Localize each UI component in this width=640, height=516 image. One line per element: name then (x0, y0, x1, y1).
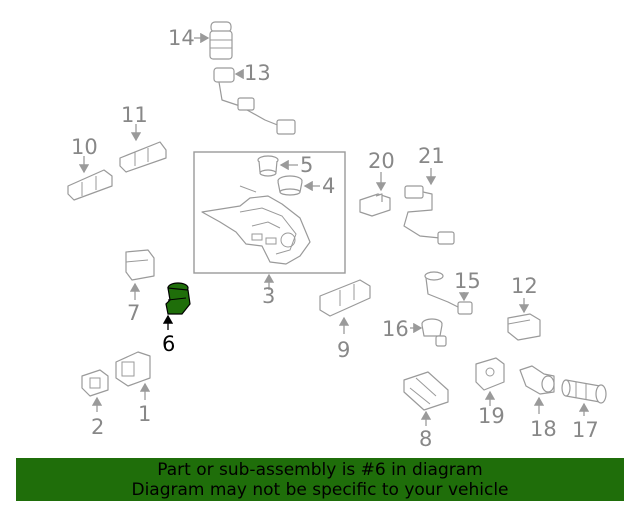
callout-15: 15 (454, 269, 481, 293)
callout-16: 16 (382, 317, 409, 341)
part-7-module[interactable] (125, 249, 155, 300)
banner-line-1: Part or sub-assembly is #6 in diagram (157, 459, 483, 480)
callout-20: 20 (368, 149, 395, 173)
part-18-plug[interactable] (519, 365, 555, 414)
part-6-highlighted[interactable] (162, 282, 191, 330)
callout-4: 4 (322, 174, 335, 198)
part-16-socket[interactable] (410, 318, 447, 347)
part-10-switch-panel[interactable] (67, 156, 113, 201)
part-15-socket-harness[interactable] (424, 271, 473, 315)
notice-banner: Part or sub-assembly is #6 in diagram Di… (16, 458, 624, 501)
callout-21: 21 (418, 144, 445, 168)
callout-13: 13 (244, 61, 271, 85)
callout-3: 3 (262, 284, 275, 308)
callout-17: 17 (572, 418, 599, 442)
part-1-housing[interactable] (115, 351, 151, 400)
part-2-holder[interactable] (81, 369, 109, 412)
part-19-block[interactable] (475, 357, 505, 406)
part-17-cylinder[interactable] (561, 379, 607, 416)
callout-11: 11 (121, 103, 148, 127)
callout-1: 1 (138, 402, 151, 426)
part-12-module[interactable] (507, 298, 541, 341)
callout-18: 18 (530, 417, 557, 441)
part-11-switch-panel[interactable] (119, 124, 167, 173)
part-5-cap[interactable] (257, 155, 298, 177)
part-8-switch-block[interactable] (403, 371, 449, 426)
callout-14: 14 (168, 26, 195, 50)
callout-5: 5 (300, 153, 313, 177)
callout-9: 9 (337, 338, 350, 362)
callout-10: 10 (71, 135, 98, 159)
callout-8: 8 (419, 427, 432, 451)
part-14-lighter[interactable] (194, 21, 233, 60)
part-4-knob[interactable] (277, 175, 320, 196)
callout-2: 2 (91, 415, 104, 439)
banner-line-2: Diagram may not be specific to your vehi… (131, 479, 509, 500)
callout-6: 6 (162, 332, 175, 356)
part-9-bracket[interactable] (319, 279, 371, 334)
part-20-sensor[interactable] (359, 172, 391, 217)
callout-12: 12 (511, 274, 538, 298)
callout-7: 7 (127, 301, 140, 325)
part-13-lighter-socket[interactable] (213, 67, 296, 135)
part-21-harness[interactable] (403, 168, 455, 245)
callout-19: 19 (478, 404, 505, 428)
